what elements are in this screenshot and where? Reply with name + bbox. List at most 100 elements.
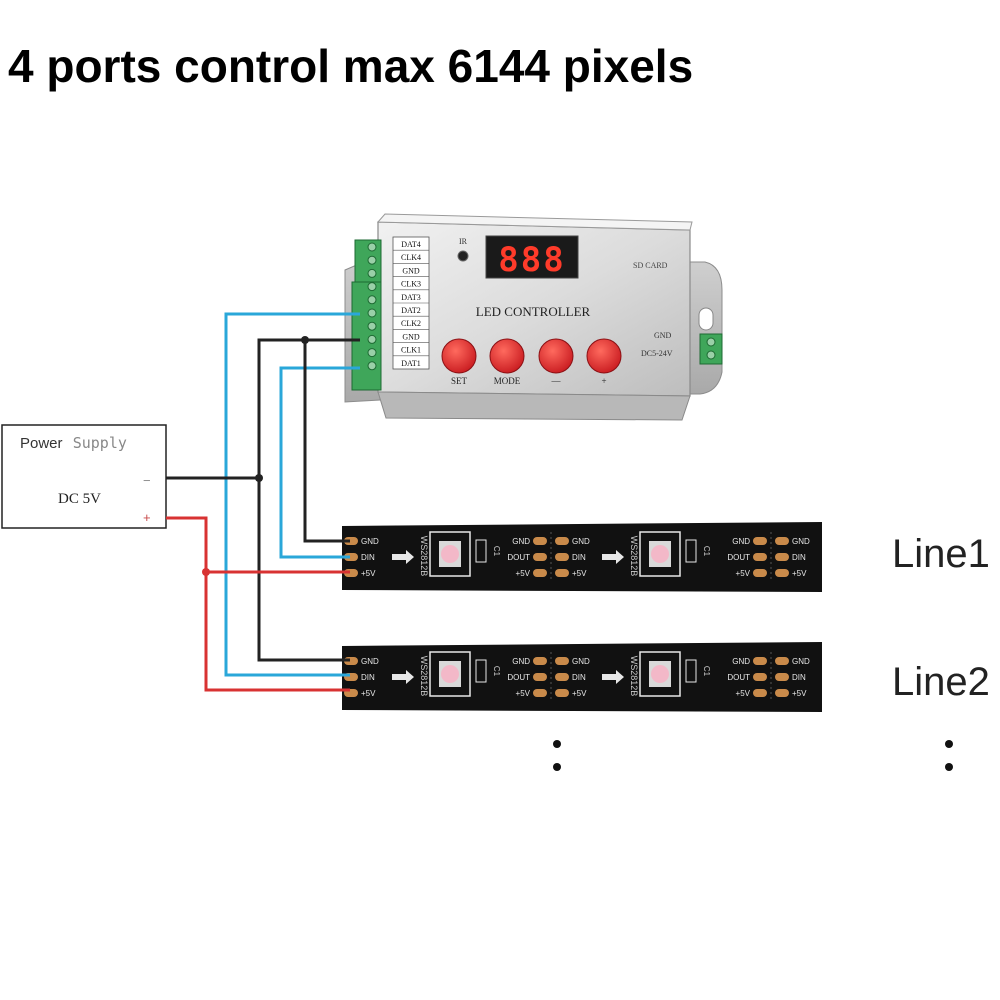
terminal-screw <box>367 268 377 278</box>
pad-label: DIN <box>361 673 375 682</box>
led-strip-1: GNDDIN+5VGNDDOUT+5VGNDDIN+5VGNDDOUT+5VGN… <box>342 522 822 592</box>
display-digits: 888 <box>498 240 565 280</box>
solder-pad <box>555 673 569 681</box>
pad-label: +5V <box>516 569 531 578</box>
solder-pad <box>775 657 789 665</box>
dot-left-1 <box>553 740 561 748</box>
capacitor-outline <box>475 539 487 563</box>
led-lens <box>651 665 669 683</box>
terminal-screw <box>367 295 377 305</box>
strip-arrow-2 <box>602 670 624 684</box>
solder-pad <box>533 689 547 697</box>
line1-label: Line1 <box>892 532 990 576</box>
pad-label: GND <box>732 657 750 666</box>
strip-arrow-2 <box>602 550 624 564</box>
ir-label: IR <box>459 237 468 246</box>
capacitor-label: C1 <box>702 546 711 557</box>
solder-pad <box>555 689 569 697</box>
terminal-label: CLK2 <box>401 319 421 328</box>
chip-label: WS2812B <box>629 656 639 697</box>
led-lens <box>441 665 459 683</box>
junction-gnd-psu <box>255 474 263 482</box>
solder-pad <box>753 537 767 545</box>
junction-gnd-controller <box>301 336 309 344</box>
capacitor-outline <box>475 659 487 683</box>
solder-pad <box>775 689 789 697</box>
power-terminal-screw-2 <box>706 350 716 360</box>
pad-label: DIN <box>792 553 806 562</box>
terminal-label: DAT1 <box>401 359 421 368</box>
pad-label: +5V <box>516 689 531 698</box>
solder-pad <box>555 657 569 665</box>
power-supply-title: Power Supply <box>20 434 127 452</box>
power-dc-label: DC5-24V <box>641 349 673 358</box>
controller-top-edge <box>376 213 693 231</box>
power-gnd-label: GND <box>654 331 672 340</box>
solder-pad <box>555 537 569 545</box>
terminal-screw <box>367 255 377 265</box>
solder-pad <box>533 673 547 681</box>
power-supply: Power Supply DC 5V − + <box>1 424 167 529</box>
pad-label: GND <box>732 537 750 546</box>
pad-label: DOUT <box>727 673 750 682</box>
solder-pad <box>533 569 547 577</box>
terminal-label: DAT3 <box>401 293 421 302</box>
pad-label: GND <box>512 537 530 546</box>
solder-pad <box>344 537 358 545</box>
solder-pad <box>344 553 358 561</box>
terminal-screws <box>367 242 377 371</box>
capacitor-label: C1 <box>492 546 501 557</box>
terminal-label: DAT2 <box>401 306 421 315</box>
controller-button-3 <box>538 338 574 374</box>
pad-label: +5V <box>736 689 751 698</box>
capacitor-label: C1 <box>702 666 711 677</box>
pad-label: +5V <box>361 569 376 578</box>
led-strip-2: GNDDIN+5VGNDDOUT+5VGNDDIN+5VGNDDOUT+5VGN… <box>342 642 822 712</box>
ir-sensor <box>457 250 469 262</box>
pad-label: +5V <box>572 689 587 698</box>
pad-label: GND <box>572 537 590 546</box>
pad-label: GND <box>792 657 810 666</box>
controller-button-4 <box>586 338 622 374</box>
solder-pad <box>753 673 767 681</box>
terminal-screw <box>367 334 377 344</box>
led-lens <box>651 545 669 563</box>
capacitor-outline <box>685 539 697 563</box>
line2-label: Line2 <box>892 660 990 704</box>
pad-label: DOUT <box>507 553 530 562</box>
pad-label: DOUT <box>507 673 530 682</box>
controller-button-label: + <box>601 376 606 386</box>
dot-right-1 <box>945 740 953 748</box>
solder-pad <box>753 569 767 577</box>
solder-pad <box>555 569 569 577</box>
pad-label: DIN <box>361 553 375 562</box>
terminal-screw <box>367 348 377 358</box>
terminal-label: GND <box>402 332 420 341</box>
capacitor-label: C1 <box>492 666 501 677</box>
wire-gnd-line1 <box>303 340 350 543</box>
terminal-screw <box>367 308 377 318</box>
controller-name: LED CONTROLLER <box>476 304 591 319</box>
controller-button-2 <box>489 338 525 374</box>
capacitor-outline <box>685 659 697 683</box>
power-supply-box <box>1 424 167 529</box>
continuation-dots <box>553 740 953 771</box>
power-supply-title-a: Power <box>20 435 63 452</box>
pad-label: +5V <box>792 689 807 698</box>
controller-mount-slot <box>698 307 714 331</box>
solder-pad <box>775 673 789 681</box>
strip-arrow-1 <box>392 670 414 684</box>
controller-button-label: MODE <box>494 376 521 386</box>
wire-junctions <box>202 336 309 576</box>
page-title: 4 ports control max 6144 pixels <box>8 39 694 92</box>
wire-gnd-bus <box>257 338 360 662</box>
terminal-label: DAT4 <box>401 240 421 249</box>
controller-button-1 <box>441 338 477 374</box>
pad-label: +5V <box>736 569 751 578</box>
solder-pad <box>775 569 789 577</box>
controller-button-label: SET <box>451 376 468 386</box>
